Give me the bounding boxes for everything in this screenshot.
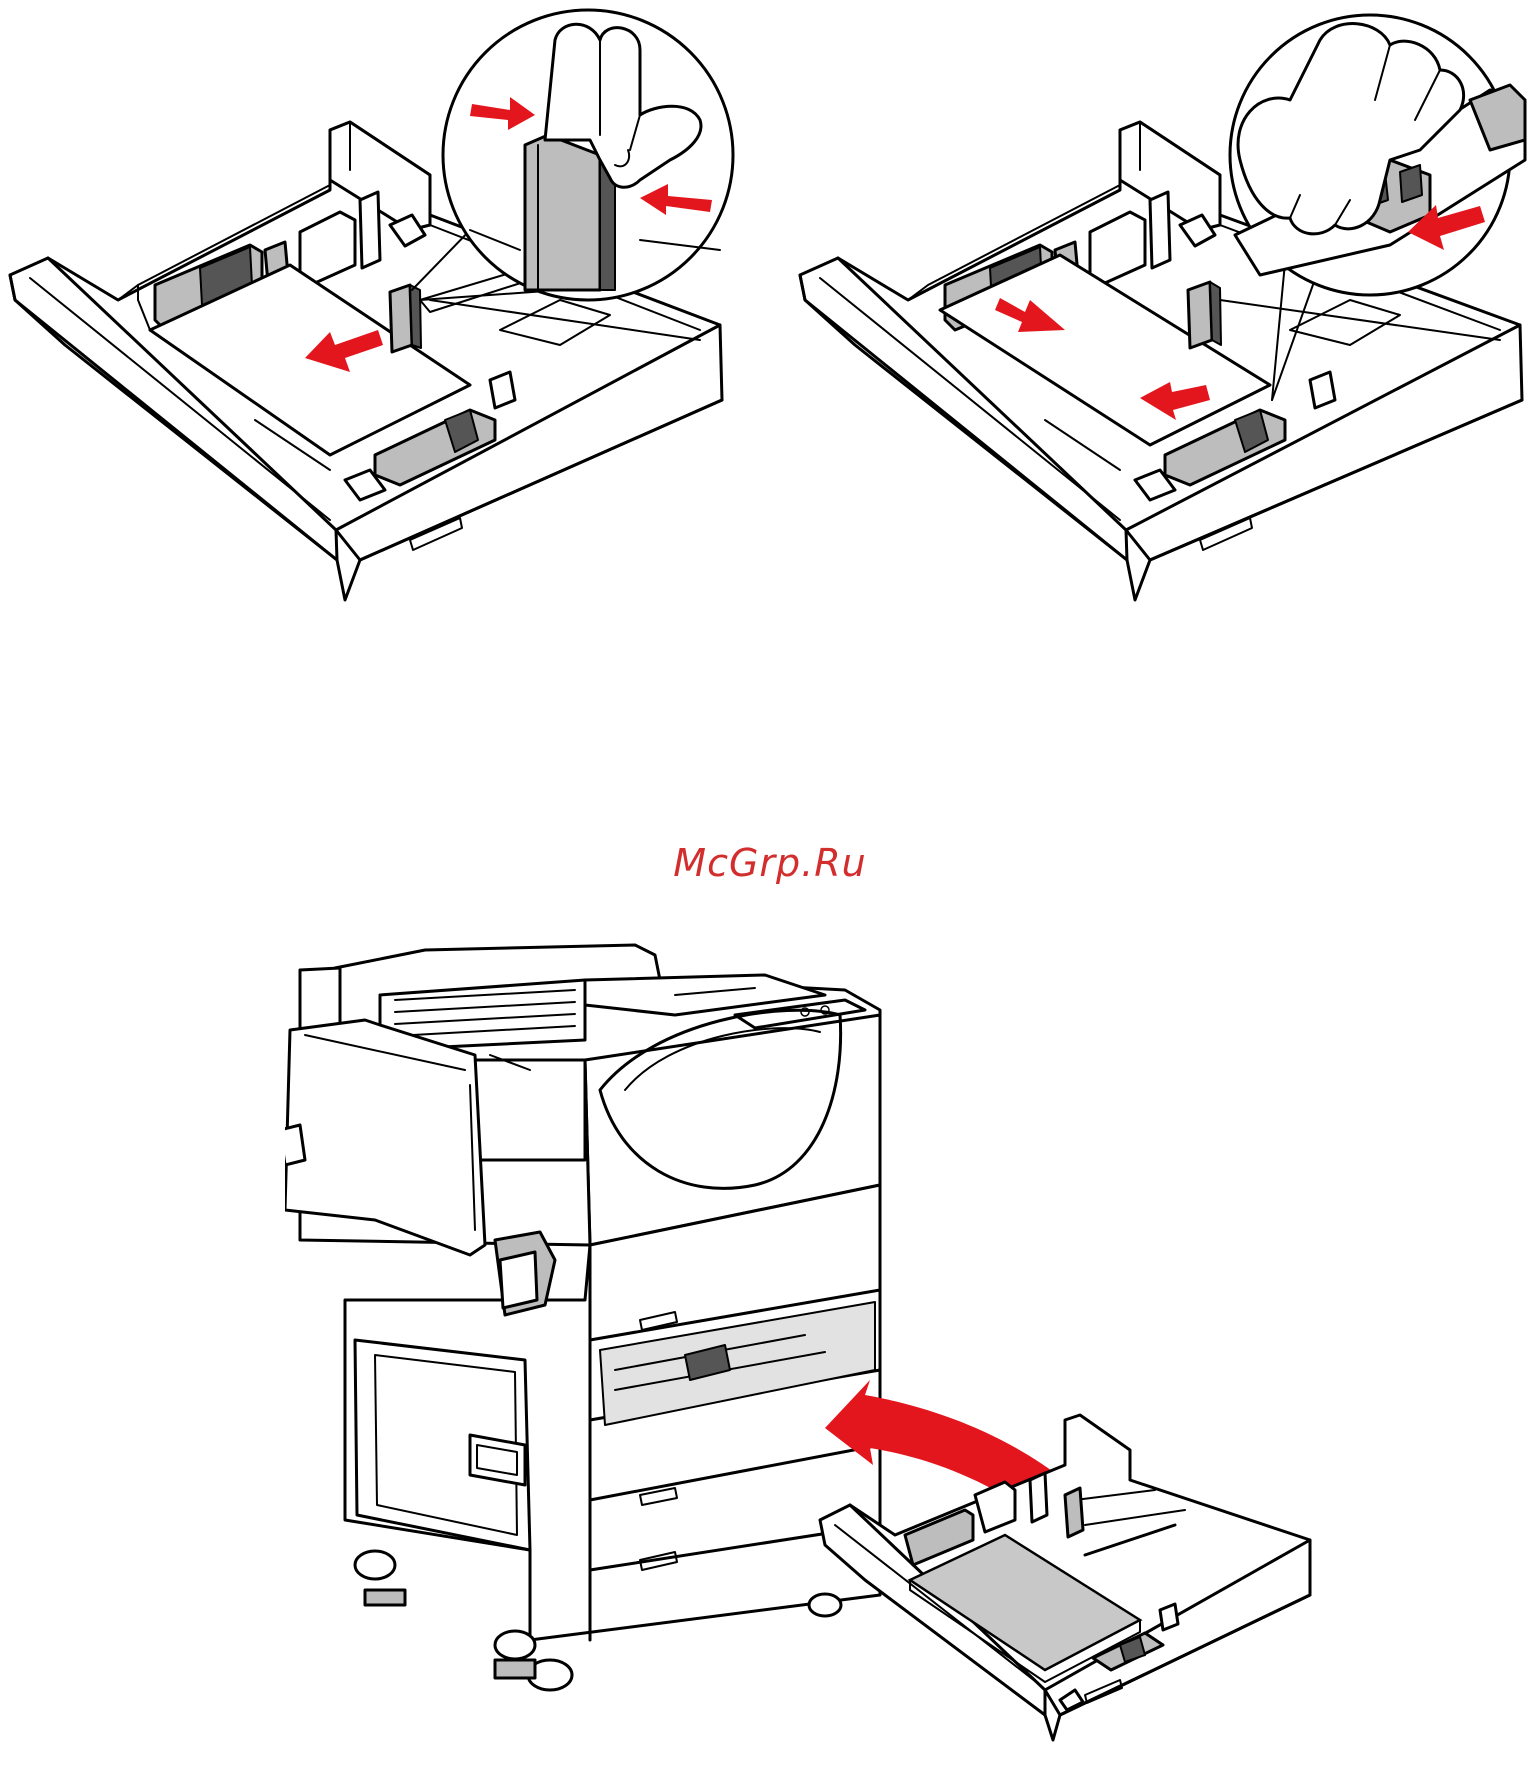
watermark-text: McGrp.Ru: [640, 838, 900, 888]
panel-length-guide: [0, 0, 760, 640]
tray-length-guide-illustration: [0, 0, 760, 640]
tray-width-guide-illustration: [790, 0, 1537, 640]
panel-width-guide: [790, 0, 1537, 640]
zoom-callout: [443, 10, 733, 300]
paper-tray-icon: [820, 1415, 1310, 1740]
printer-insert-tray-illustration: [285, 940, 1325, 1776]
printer-icon: [285, 945, 880, 1690]
panel-insert-tray: [285, 940, 1325, 1776]
zoom-callout: [1230, 15, 1525, 295]
